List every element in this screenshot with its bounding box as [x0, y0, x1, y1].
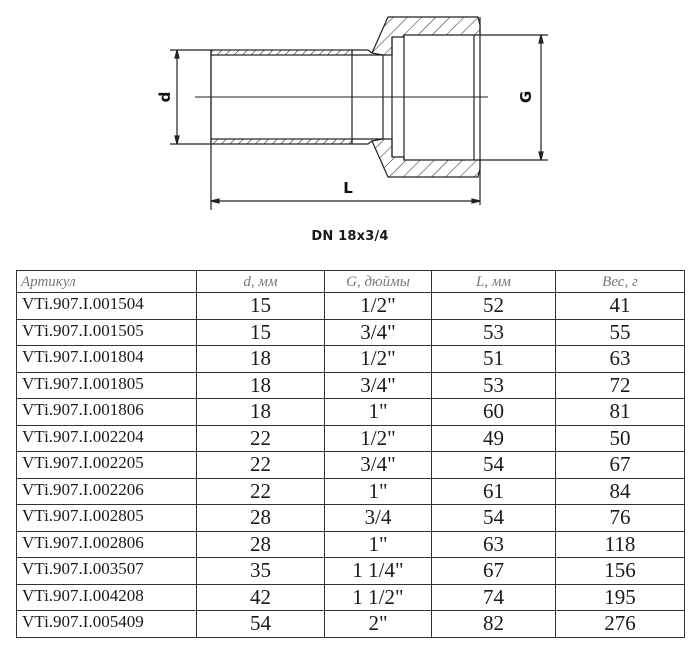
cell-weight: 81 — [555, 398, 685, 426]
cell-l: 49 — [431, 424, 556, 452]
cell-d: 18 — [196, 345, 325, 373]
header-weight-g: Вес, г — [555, 270, 685, 293]
cell-weight: 195 — [555, 583, 685, 611]
cell-weight: 156 — [555, 557, 685, 585]
cell-article: VTi.907.I.002206 — [16, 477, 197, 505]
cell-weight: 276 — [555, 610, 685, 638]
cell-d: 18 — [196, 398, 325, 426]
table-row: VTi.907.I.002204 22 1/2" 49 50 — [16, 424, 685, 452]
cell-g: 1/2" — [324, 424, 432, 452]
cell-g: 3/4" — [324, 318, 432, 346]
cell-article: VTi.907.I.005409 — [16, 610, 197, 638]
table-row: VTi.907.I.001505 15 3/4" 53 55 — [16, 318, 685, 346]
cell-d: 42 — [196, 583, 325, 611]
cell-l: 74 — [431, 583, 556, 611]
cell-d: 54 — [196, 610, 325, 638]
table-row: VTi.907.I.001504 15 1/2" 52 41 — [16, 292, 685, 320]
fitting-technical-drawing: d G L — [156, 16, 548, 210]
cell-l: 60 — [431, 398, 556, 426]
cell-d: 22 — [196, 451, 325, 479]
cell-article: VTi.907.I.001505 — [16, 318, 197, 346]
table-row: VTi.907.I.002806 28 1" 63 118 — [16, 530, 685, 558]
cell-article: VTi.907.I.002205 — [16, 451, 197, 479]
cell-d: 35 — [196, 557, 325, 585]
cell-g: 1/2" — [324, 292, 432, 320]
dimension-label-g: G — [517, 91, 535, 103]
cell-weight: 72 — [555, 371, 685, 399]
table-row: VTi.907.I.001804 18 1/2" 51 63 — [16, 345, 685, 373]
table-row: VTi.907.I.002205 22 3/4" 54 67 — [16, 451, 685, 479]
table-row: VTi.907.I.002206 22 1" 61 84 — [16, 477, 685, 505]
header-article: Артикул — [16, 270, 197, 293]
cell-g: 1" — [324, 398, 432, 426]
cell-g: 1/2" — [324, 345, 432, 373]
cell-weight: 63 — [555, 345, 685, 373]
cell-weight: 41 — [555, 292, 685, 320]
cell-article: VTi.907.I.001805 — [16, 371, 197, 399]
cell-weight: 76 — [555, 504, 685, 532]
cell-g: 2" — [324, 610, 432, 638]
table-row: VTi.907.I.003507 35 1 1/4" 67 156 — [16, 557, 685, 585]
table-row: VTi.907.I.001805 18 3/4" 53 72 — [16, 371, 685, 399]
cell-d: 18 — [196, 371, 325, 399]
header-d-mm: d, мм — [196, 270, 325, 293]
cell-article: VTi.907.I.002204 — [16, 424, 197, 452]
cell-weight: 50 — [555, 424, 685, 452]
table-row: VTi.907.I.005409 54 2" 82 276 — [16, 610, 685, 638]
cell-article: VTi.907.I.001804 — [16, 345, 197, 373]
cell-article: VTi.907.I.004208 — [16, 583, 197, 611]
cell-article: VTi.907.I.002805 — [16, 504, 197, 532]
cell-g: 3/4" — [324, 371, 432, 399]
cell-l: 52 — [431, 292, 556, 320]
cell-weight: 84 — [555, 477, 685, 505]
cell-g: 3/4" — [324, 451, 432, 479]
dimension-label-l: L — [343, 179, 353, 197]
table-row: VTi.907.I.004208 42 1 1/2" 74 195 — [16, 583, 685, 611]
size-subtitle: DN 18x3/4 — [311, 229, 389, 244]
cell-l: 53 — [431, 318, 556, 346]
specification-table: Артикул d, мм G, дюймы L, мм Вес, г VTi.… — [16, 270, 685, 638]
cell-l: 54 — [431, 504, 556, 532]
cell-l: 51 — [431, 345, 556, 373]
cell-weight: 55 — [555, 318, 685, 346]
cell-l: 82 — [431, 610, 556, 638]
table-row: VTi.907.I.002805 28 3/4 54 76 — [16, 504, 685, 532]
cell-l: 67 — [431, 557, 556, 585]
cell-d: 15 — [196, 318, 325, 346]
cell-d: 28 — [196, 504, 325, 532]
cell-g: 1 1/4" — [324, 557, 432, 585]
cell-weight: 118 — [555, 530, 685, 558]
cell-g: 1" — [324, 530, 432, 558]
cell-l: 54 — [431, 451, 556, 479]
cell-article: VTi.907.I.001806 — [16, 398, 197, 426]
cell-l: 53 — [431, 371, 556, 399]
cell-d: 15 — [196, 292, 325, 320]
dimension-label-d: d — [156, 92, 174, 103]
cell-d: 28 — [196, 530, 325, 558]
table-row: VTi.907.I.001806 18 1" 60 81 — [16, 398, 685, 426]
header-g-inches: G, дюймы — [324, 270, 432, 293]
cell-l: 63 — [431, 530, 556, 558]
cell-article: VTi.907.I.001504 — [16, 292, 197, 320]
cell-article: VTi.907.I.003507 — [16, 557, 197, 585]
cell-g: 1" — [324, 477, 432, 505]
table-header-row: Артикул d, мм G, дюймы L, мм Вес, г — [16, 270, 685, 293]
cell-g: 1 1/2" — [324, 583, 432, 611]
cell-l: 61 — [431, 477, 556, 505]
cell-d: 22 — [196, 424, 325, 452]
cell-article: VTi.907.I.002806 — [16, 530, 197, 558]
header-l-mm: L, мм — [431, 270, 556, 293]
cell-d: 22 — [196, 477, 325, 505]
cell-g: 3/4 — [324, 504, 432, 532]
cell-weight: 67 — [555, 451, 685, 479]
